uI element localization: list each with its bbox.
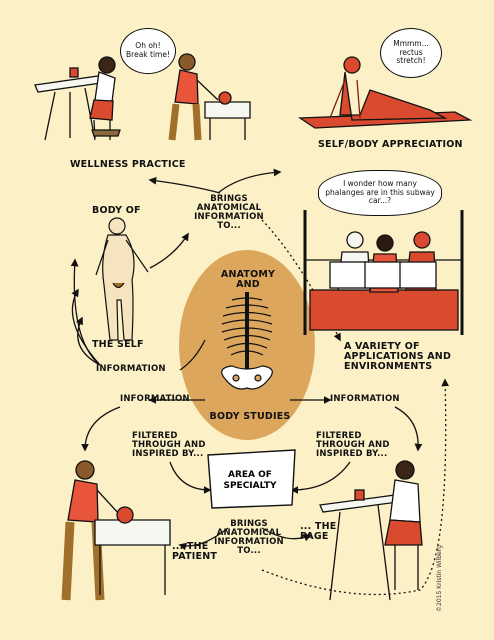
filtered-right-label: Filtered through and inspired by... bbox=[316, 431, 390, 459]
standing-nude-figure bbox=[95, 217, 149, 341]
massage-therapist-bottom-figure bbox=[61, 460, 171, 601]
area-of-specialty-label: Area of Specialty bbox=[223, 469, 277, 491]
body-of-label: Body of bbox=[92, 205, 141, 216]
woman-drafting-bottom-figure bbox=[319, 460, 423, 601]
stretching-muscle-figure bbox=[297, 56, 473, 129]
wellness-practice-label: Wellness Practice bbox=[70, 159, 186, 170]
self-body-appreciation-label: Self/Body Appreciation bbox=[318, 139, 463, 150]
artist-credit: ©2015 Kristin Wilberg bbox=[436, 545, 443, 612]
phalanges-bubble: I wonder how many phalanges are in this … bbox=[318, 170, 442, 216]
information-left-label: Information bbox=[96, 364, 166, 374]
anatomy-and-label: Anatomy and bbox=[220, 269, 276, 290]
variety-label: A variety of applications and environmen… bbox=[344, 341, 452, 372]
subway-scene bbox=[303, 210, 464, 335]
massage-therapist-top-figure bbox=[168, 53, 251, 141]
the-patient-label: ... The Patient bbox=[172, 541, 218, 562]
flow-arrows bbox=[70, 168, 450, 596]
brings-info-bottom-label: Brings anatomical information to... bbox=[214, 519, 284, 556]
break-time-bubble: Oh oh! Break time! bbox=[120, 28, 176, 74]
filtered-left-label: Filtered through and inspired by... bbox=[132, 431, 206, 459]
woman-drafting-figure bbox=[34, 56, 121, 141]
information-lower-right-label: Information bbox=[330, 394, 400, 404]
the-self-label: The Self bbox=[92, 339, 144, 350]
the-page-label: ... The Page bbox=[300, 521, 337, 542]
brings-info-top-label: Brings anatomical information to... bbox=[194, 194, 264, 231]
rectus-bubble: Mmmm... rectus stretch! bbox=[380, 28, 442, 78]
body-studies-label: Body Studies bbox=[209, 411, 291, 422]
specialty-sign bbox=[207, 449, 296, 509]
information-lower-left-label: Information bbox=[120, 394, 190, 404]
skeleton-spine-icon bbox=[221, 292, 273, 390]
